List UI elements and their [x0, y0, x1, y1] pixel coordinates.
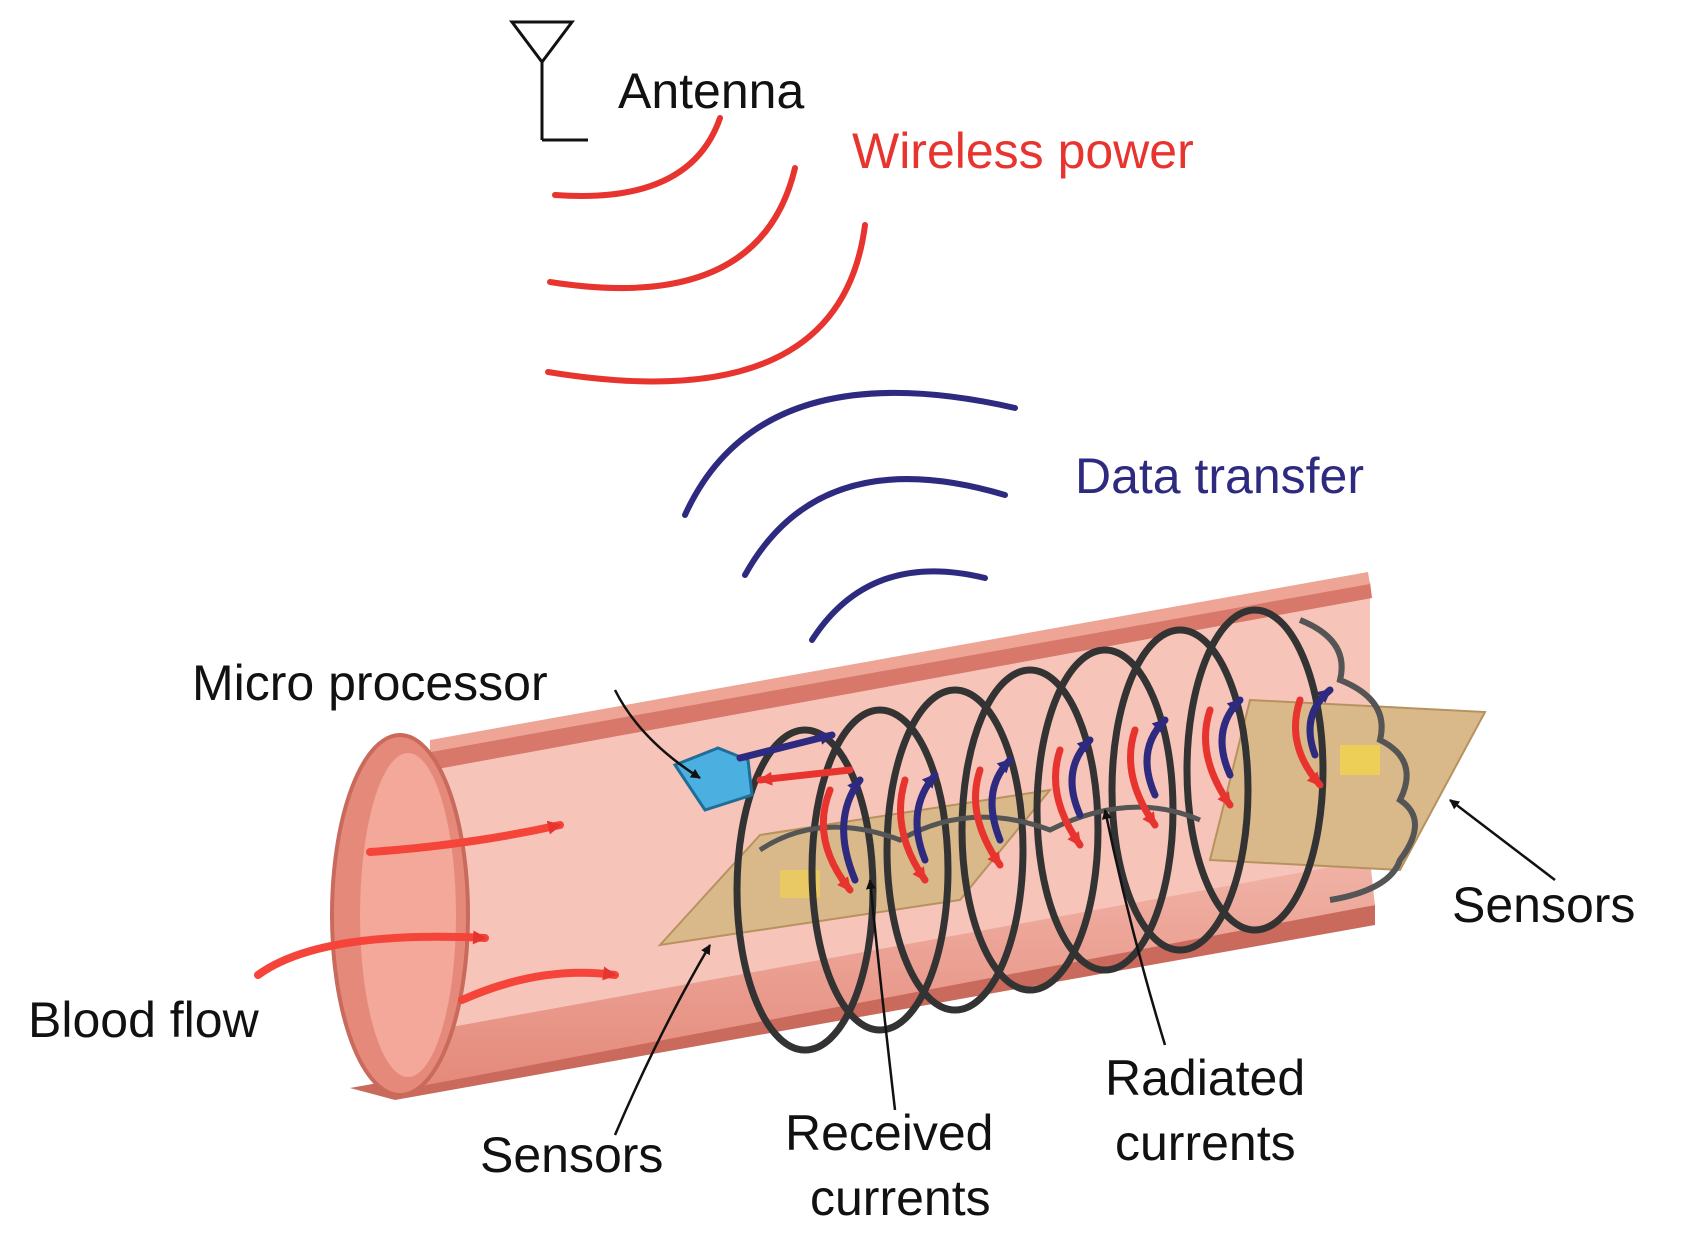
blood-flow-arrows	[254, 820, 619, 1004]
label-radiated-line2: currents	[1115, 1115, 1296, 1171]
label-blood-flow: Blood flow	[28, 992, 260, 1048]
leader-sensors-left	[613, 944, 712, 1136]
received-arrow-top	[756, 766, 854, 786]
data-transfer-waves	[682, 390, 1018, 643]
data-wave-3	[809, 568, 988, 643]
label-antenna: Antenna	[618, 63, 804, 119]
label-wireless-power: Wireless power	[852, 123, 1194, 179]
labels: Antenna Wireless power Data transfer Mic…	[28, 63, 1635, 1226]
label-micro-processor: Micro processor	[192, 655, 548, 711]
data-wave-1	[682, 390, 1018, 518]
leader-micro-processor	[613, 689, 701, 780]
leader-radiated	[1101, 809, 1167, 1046]
power-wave-2	[547, 165, 798, 291]
leader-sensors-right	[1449, 799, 1556, 881]
radiated-arrow-top	[736, 731, 836, 762]
sensor-board-left	[657, 788, 1053, 947]
label-radiated-line1: Radiated	[1105, 1050, 1305, 1106]
leader-lines	[613, 689, 1556, 1136]
label-received-line2: currents	[810, 1170, 991, 1226]
antenna-icon	[509, 20, 588, 142]
label-data-transfer: Data transfer	[1075, 448, 1364, 504]
label-sensors-left: Sensors	[480, 1127, 663, 1183]
leader-received	[865, 879, 897, 1111]
data-wave-2	[742, 476, 1008, 578]
micro-processor-chip	[672, 746, 754, 812]
label-sensors-right: Sensors	[1452, 877, 1635, 933]
current-arrows	[736, 686, 1334, 894]
stent-coil	[733, 606, 1418, 1054]
power-wave-1	[552, 115, 723, 199]
power-wave-3	[545, 222, 868, 385]
wireless-power-waves	[545, 115, 868, 385]
label-received-line1: Received	[785, 1105, 993, 1161]
